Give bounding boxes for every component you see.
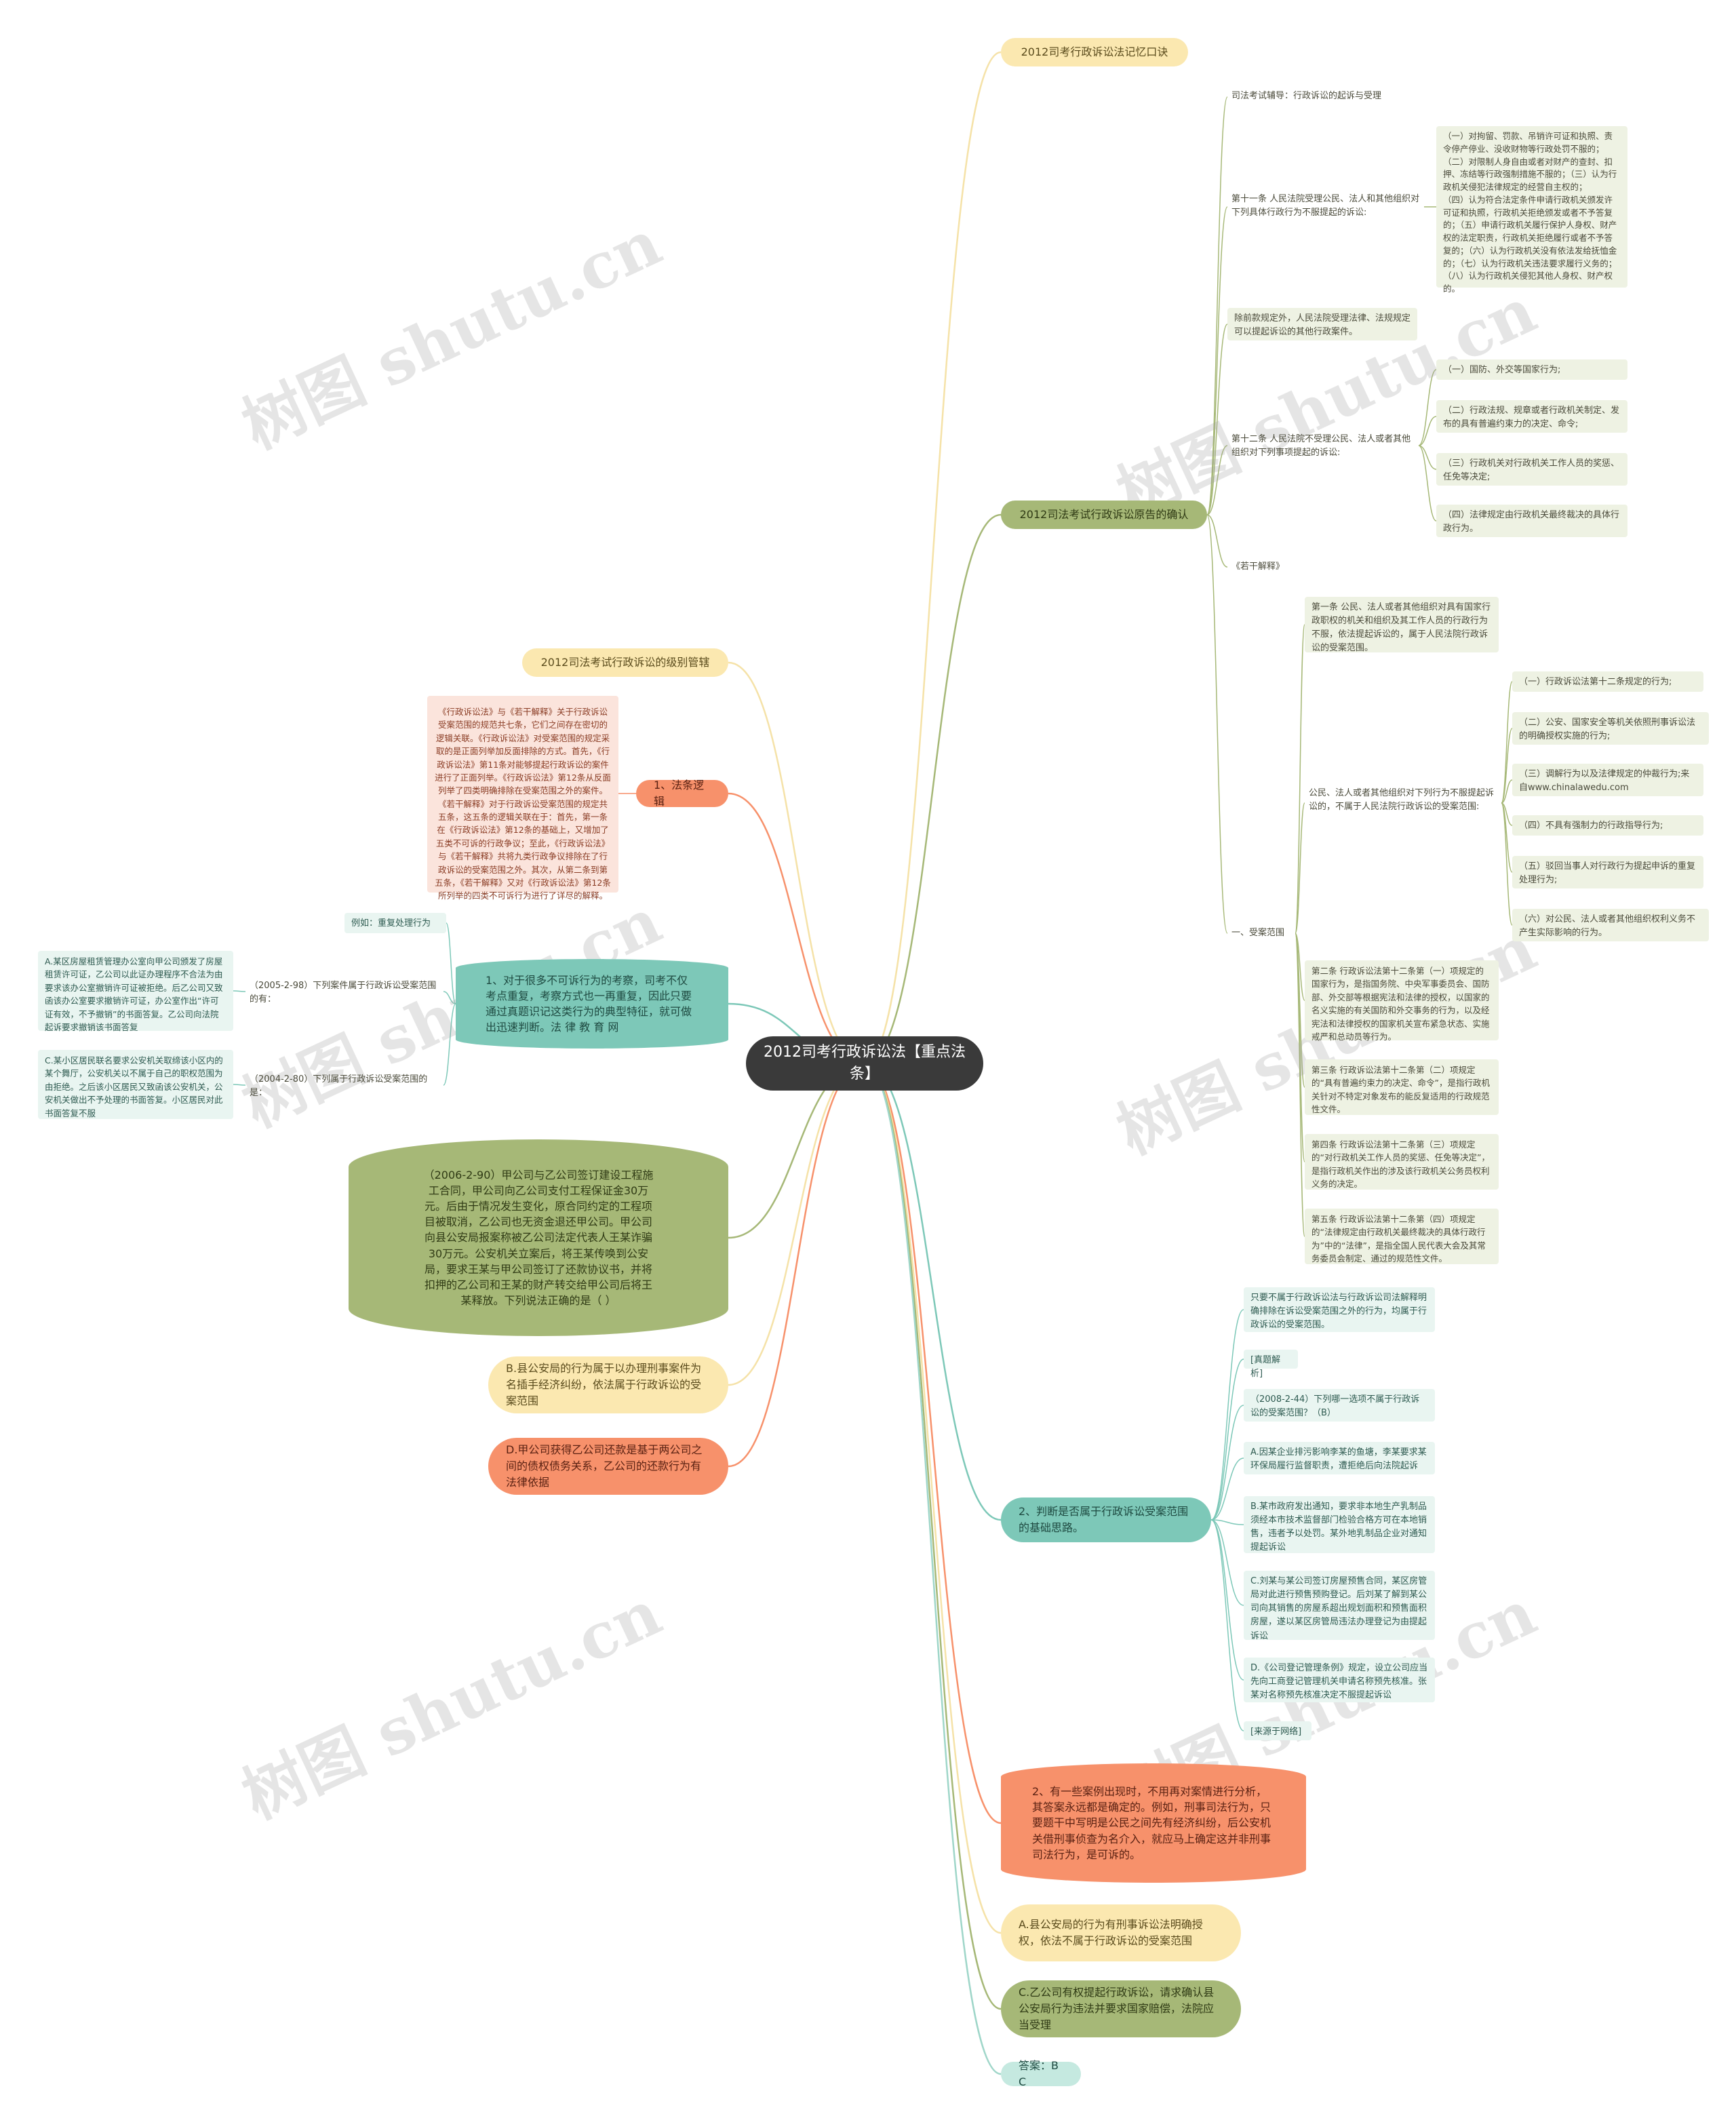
- branch-judge[interactable]: 2、判断是否属于行政诉讼受案范围的基础思路。: [1001, 1498, 1211, 1542]
- article-12: 第十二条 人民法院不受理公民、法人或者其他组织对下列事项提起的诉讼:: [1231, 434, 1411, 458]
- article-12-item-1: （一）国防、外交等国家行为;: [1436, 359, 1628, 380]
- connector-line: [1418, 445, 1437, 522]
- branch-logic[interactable]: 1、法条逻辑: [636, 779, 728, 808]
- scope-article-3: 第三条 行政诉讼法第十二条第（二）项规定的“具有普遍约束力的决定、命令”，是指行…: [1305, 1059, 1499, 1115]
- exclusion-item-3: （三）调解行为以及法律规定的仲裁行为;来自www.chinalawedu.com: [1512, 764, 1703, 796]
- judge-option-c: C.刘某与某公司签订房屋预售合同，某区房管局对此进行预售预购登记。后刘某了解到某…: [1244, 1571, 1435, 1641]
- repeat-example: 例如：重复处理行为: [344, 913, 446, 933]
- scope-heading: 一、受案范围: [1231, 928, 1285, 938]
- connector-line: [1206, 445, 1228, 515]
- exclusion-item-1: （一）行政诉讼法第十二条规定的行为;: [1512, 671, 1703, 692]
- connector-line: [1210, 1519, 1244, 1525]
- connector-line: [1501, 802, 1513, 926]
- judge-source: [来源于网络]: [1244, 1721, 1311, 1740]
- judge-intro: 只要不属于行政诉讼法与行政诉讼司法解释明确排除在诉讼受案范围之外的行为，均属于行…: [1244, 1287, 1435, 1332]
- connector-line: [1295, 933, 1305, 1237]
- judge-option-d: D.《公司登记管理条例》规定，设立公司应当先向工商登记管理机关申请名称预先核准。…: [1244, 1658, 1435, 1702]
- connector-line: [728, 661, 865, 1065]
- judge-zhenti: [真题解析]: [1244, 1350, 1298, 1379]
- judge-option-b: B.某市政府发出通知，要求非本地生产乳制品须经本市技术监督部门检验合格方可在本地…: [1244, 1496, 1435, 1553]
- connector-line: [864, 1062, 1002, 1934]
- connector-line: [1295, 624, 1305, 934]
- connector-line: [443, 1003, 456, 1086]
- article-11: 第十一条 人民法院受理公民、法人和其他组织对下列具体行政行为不服提起的诉讼:: [1231, 194, 1420, 218]
- connector-line: [728, 1062, 865, 1386]
- connector-line: [1206, 514, 1228, 934]
- connector-line: [864, 51, 1002, 1065]
- connector-line: [1210, 1519, 1244, 1681]
- branch-plaintiff[interactable]: 2012司法考试行政诉讼原告的确认: [1001, 501, 1207, 529]
- branch-analyze[interactable]: 2、有一些案例出现时，不用再对案情进行分析，其答案永远都是确定的。例如，刑事司法…: [1001, 1763, 1306, 1883]
- judge-question: （2008-2-44）下列哪一选项不属于行政诉讼的受案范围？（B）: [1244, 1389, 1435, 1422]
- scope-exclusions: 公民、法人或者其他组织对下列行为不服提起诉讼的，不属于人民法院行政诉讼的受案范围…: [1309, 788, 1495, 813]
- branch-level[interactable]: 2012司法考试行政诉讼的级别管辖: [522, 648, 728, 677]
- scope-article-5: 第五条 行政诉讼法第十二条第（四）项规定的“法律规定由行政机关最终裁决的具体行政…: [1305, 1209, 1499, 1264]
- connector-line: [1295, 933, 1305, 1001]
- exclusion-item-6: （六）对公民、法人或者其他组织权利义务不产生实际影响的行为。: [1512, 909, 1709, 941]
- branch-option-d[interactable]: D.甲公司获得乙公司还款是基于两公司之间的债权债务关系，乙公司的还款行为有法律依…: [488, 1438, 728, 1495]
- connector-line: [1210, 1457, 1244, 1521]
- repeat-answer-2004: C.某小区居民联名要求公安机关取缔该小区内的某个舞厅，公安机关以不属于自己的职权…: [38, 1050, 233, 1119]
- branch-case[interactable]: （2006-2-90）甲公司与乙公司签订建设工程施工合同，甲公司向乙公司支付工程…: [349, 1139, 728, 1336]
- branch-option-a[interactable]: A.县公安局的行为有刑事诉讼法明确授权，依法不属于行政诉讼的受案范围: [1001, 1904, 1241, 1961]
- article-12-item-3: （三）行政机关对行政机关工作人员的奖惩、任免等决定;: [1436, 453, 1628, 486]
- connector-line: [864, 1062, 1002, 1824]
- root-topic[interactable]: 2012司考行政诉讼法【重点法条】: [746, 1036, 983, 1091]
- connector-line: [233, 1084, 246, 1086]
- connector-line: [1501, 779, 1513, 804]
- article-12-item-2: （二）行政法规、规章或者行政机关制定、发布的具有普遍约束力的决定、命令;: [1436, 400, 1628, 433]
- connector-line: [1501, 681, 1513, 804]
- connector-line: [1418, 416, 1437, 446]
- repeat-answer-2005: A.某区房屋租赁管理办公室向甲公司颁发了房屋租赁许可证，乙公司以此证办理程序不合…: [38, 951, 233, 1032]
- connector-line: [1206, 514, 1228, 568]
- scope-article-4: 第四条 行政诉讼法第十二条第（三）项规定的“对行政机关工作人员的奖惩、任免等决定…: [1305, 1134, 1499, 1190]
- scope-article-1: 第一条 公民、法人或者其他组织对具有国家行政职权的机关和组织及其工作人员的行政行…: [1305, 597, 1499, 653]
- connector-line: [1206, 324, 1228, 515]
- article-11-items: （一）对拘留、罚款、吊销许可证和执照、责令停产停业、没收财物等行政处罚不服的； …: [1436, 126, 1628, 294]
- branch-answer[interactable]: 答案：BC: [1001, 2059, 1081, 2088]
- connector-line: [1501, 728, 1513, 804]
- plaintiff-fudao: 司法考试辅导：行政诉讼的起诉与受理: [1231, 91, 1382, 101]
- exclusion-item-2: （二）公安、国家安全等机关依照刑事诉讼法的明确授权实施的行为;: [1512, 712, 1709, 745]
- connector-line: [1295, 802, 1305, 934]
- connector-line: [446, 922, 456, 1004]
- connector-line: [1210, 1519, 1244, 1731]
- connector-line: [1210, 1519, 1244, 1606]
- exclusion-item-4: （四）不具有强制力的行政指导行为;: [1512, 815, 1703, 836]
- repeat-question-2004: （2004-2-80）下列属于行政诉讼受案范围的是：: [250, 1074, 428, 1099]
- judge-option-a: A.因某企业排污影响李某的鱼塘，李某要求某环保局履行监督职责，遭拒绝后向法院起诉: [1244, 1442, 1435, 1474]
- logic-explanation: 《行政诉讼法》与《若干解释》关于行政诉讼受案范围的规范共七条，它们之间存在密切的…: [427, 696, 618, 901]
- connector-line: [864, 513, 1002, 1065]
- scope-article-2: 第二条 行政诉讼法第十二条第（一）项规定的国家行为，是指国务院、中央军事委员会、…: [1305, 960, 1499, 1042]
- connector-line: [233, 990, 246, 992]
- connector-line: [864, 1062, 1002, 2010]
- branch-mnemonic[interactable]: 2012司考行政诉讼法记忆口诀: [1001, 38, 1188, 66]
- connector-line: [443, 991, 456, 1004]
- repeat-question-2005: （2005-2-98）下列案件属于行政诉讼受案范围的有：: [250, 981, 437, 1005]
- connector-line: [1210, 1309, 1244, 1521]
- exclusion-item-5: （五）驳回当事人对行政行为提起申诉的重复处理行为;: [1512, 856, 1703, 888]
- ruogan-jieshi: 《若干解释》: [1231, 562, 1285, 572]
- connector-line: [728, 792, 865, 1065]
- connector-line: [728, 1062, 865, 1468]
- connector-line: [1418, 369, 1437, 446]
- article-12-item-4: （四）法律规定由行政机关最终裁决的具体行政行为。: [1436, 505, 1628, 537]
- article-11-other: 除前款规定外，人民法院受理法律、法规规定可以提起诉讼的其他行政案件。: [1227, 308, 1417, 340]
- branch-repeat[interactable]: 1、对于很多不可诉行为的考察，司考不仅考点重复，考察方式也一再重复，因此只要通过…: [456, 959, 728, 1049]
- connector-line: [1210, 1358, 1244, 1521]
- connector-line: [864, 1062, 1002, 2075]
- connector-line: [1210, 1405, 1244, 1521]
- branch-option-c[interactable]: C.乙公司有权提起行政诉讼，请求确认县公安局行为违法并要求国家赔偿，法院应当受理: [1001, 1980, 1241, 2037]
- connector-line: [1206, 96, 1228, 515]
- branch-option-b[interactable]: B.县公安局的行为属于以办理刑事案件为名插手经济纠纷，依法属于行政诉讼的受案范围: [488, 1356, 728, 1413]
- connector-line: [1206, 206, 1228, 515]
